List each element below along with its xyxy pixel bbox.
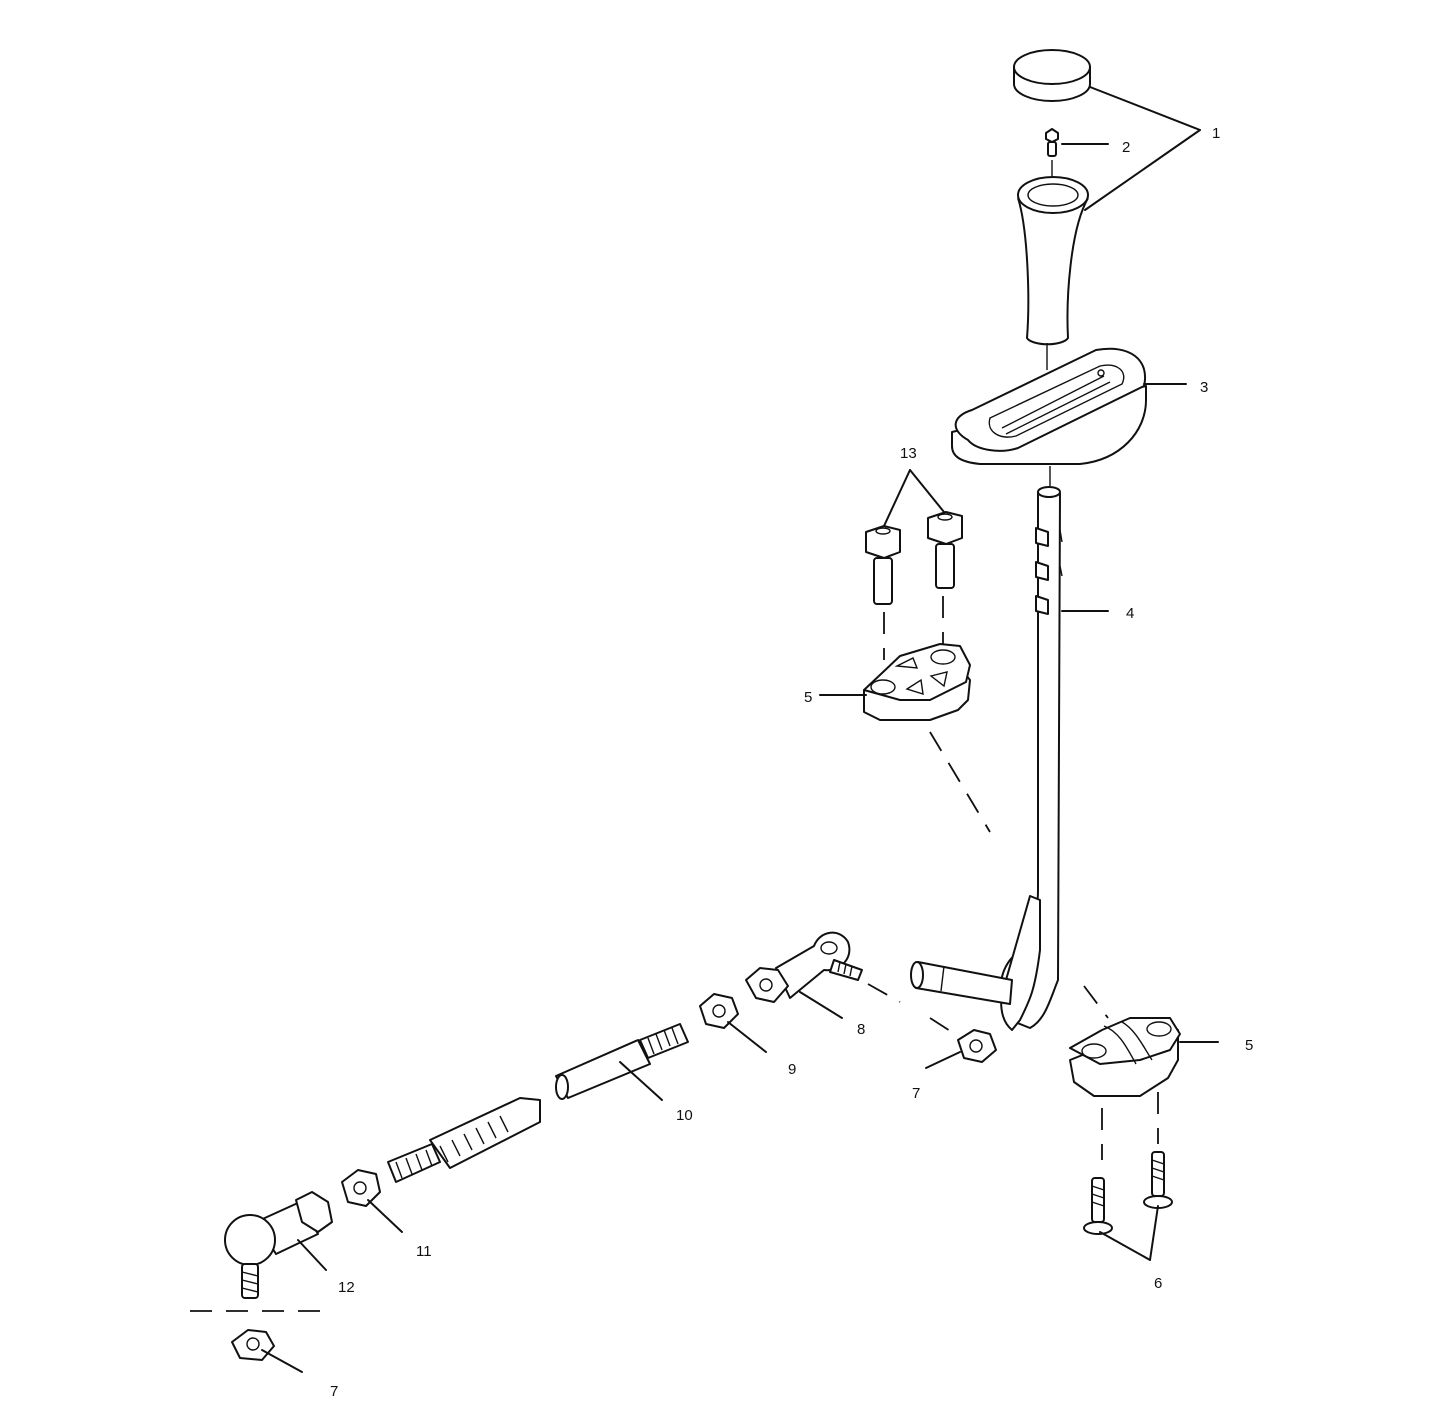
callout-13: 13 bbox=[900, 445, 917, 462]
knob-cap bbox=[1013, 49, 1091, 102]
callout-3: 3 bbox=[1200, 379, 1208, 396]
callout-1: 1 bbox=[1212, 125, 1220, 142]
leader-lines bbox=[261, 86, 1219, 1373]
bottom-nut bbox=[231, 1329, 275, 1361]
lower-bolts bbox=[1083, 1151, 1173, 1235]
callout-8: 8 bbox=[857, 1021, 865, 1038]
upper-bolts bbox=[865, 511, 963, 660]
callout-12: 12 bbox=[338, 1279, 355, 1296]
callout-4: 4 bbox=[1126, 605, 1134, 622]
lower-jam-nut bbox=[341, 1169, 381, 1207]
knob-screw bbox=[1045, 128, 1059, 176]
cable-end bbox=[387, 1097, 541, 1183]
callout-7-bottom: 7 bbox=[330, 1383, 338, 1400]
callout-7-center: 7 bbox=[912, 1085, 920, 1102]
callout-5-lower: 5 bbox=[1245, 1037, 1253, 1054]
callout-6: 6 bbox=[1154, 1275, 1162, 1292]
lever-lugs bbox=[1035, 527, 1063, 615]
ball-joint bbox=[190, 1191, 333, 1312]
shift-rod bbox=[555, 1023, 689, 1100]
callout-9: 9 bbox=[788, 1061, 796, 1078]
rod-end bbox=[745, 931, 863, 1003]
shift-boot bbox=[951, 347, 1147, 486]
center-nut bbox=[867, 983, 997, 1063]
callout-10: 10 bbox=[676, 1107, 693, 1124]
jam-nut bbox=[699, 993, 739, 1029]
knob-handle bbox=[1017, 176, 1089, 370]
callout-5-upper: 5 bbox=[804, 689, 812, 706]
lower-bracket bbox=[1069, 985, 1181, 1160]
shift-lever bbox=[910, 486, 1063, 1031]
upper-bracket bbox=[863, 643, 991, 833]
callout-2: 2 bbox=[1122, 139, 1130, 156]
callout-labels: 1 2 3 4 5 5 6 7 7 8 9 10 11 12 13 bbox=[330, 125, 1253, 1400]
callout-11: 11 bbox=[416, 1243, 432, 1260]
